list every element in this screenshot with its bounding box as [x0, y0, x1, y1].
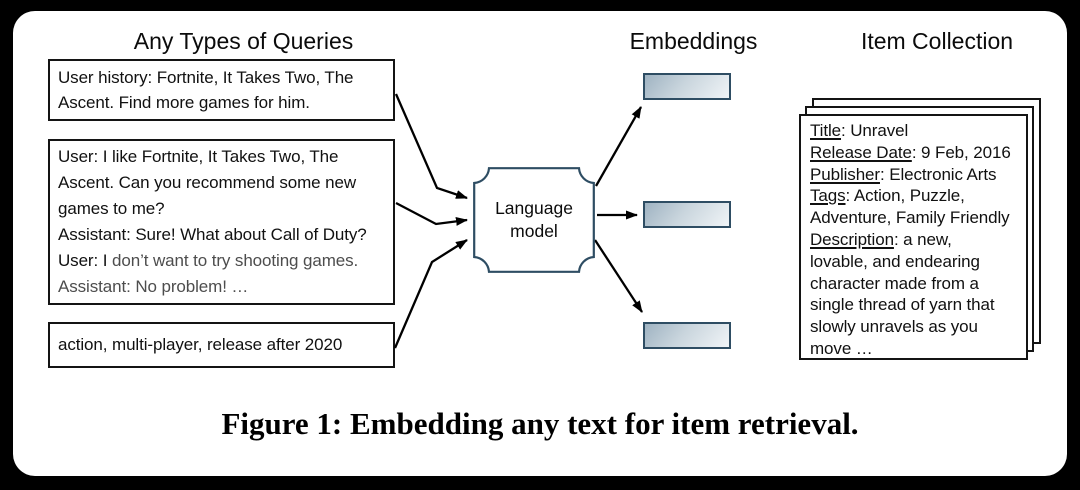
query-box-conversation: User: I like Fortnite, It Takes Two, The… [48, 139, 395, 305]
query-text-line: Assistant: No problem! … [58, 277, 249, 296]
query-text-line: User: I don’t want to try shooting games… [58, 251, 359, 270]
figure-caption: Figure 1: Embedding any text for item re… [221, 406, 859, 441]
query-text-line: Assistant: Sure! What about Call of Duty… [58, 225, 367, 244]
query-text-line: User history: Fortnite, It Takes Two, Th… [58, 68, 354, 87]
query-box-keywords: action, multi-player, release after 2020 [48, 322, 395, 368]
embedding-vector-2 [643, 201, 731, 228]
item-field: Tags: Action, Puzzle, [810, 186, 965, 206]
items-column-title: Item Collection [860, 28, 1014, 54]
item-field: Title: Unravel [810, 121, 909, 140]
queries-column-title: Any Types of Queries [133, 28, 354, 54]
plaque-shape [473, 167, 595, 273]
item-card: Title: Unravel Release Date: 9 Feb, 2016… [799, 114, 1028, 360]
item-field: single thread of yarn that [810, 295, 995, 315]
query-box-user-history: User history: Fortnite, It Takes Two, Th… [48, 59, 395, 121]
language-model-label: Language model [495, 198, 573, 241]
item-field: lovable, and endearing [810, 251, 980, 271]
query-text-line: action, multi-player, release after 2020 [58, 335, 343, 354]
query-text-line: Ascent. Can you recommend some new [58, 173, 357, 192]
item-field: slowly unravels as you [810, 317, 978, 337]
item-field: Description: a new, [810, 229, 952, 249]
query-text-line: User: I like Fortnite, It Takes Two, The [58, 147, 339, 166]
embedding-vector-1 [643, 73, 731, 100]
item-field: Publisher: Electronic Arts [810, 164, 997, 184]
item-field: move … [810, 338, 873, 358]
query-text-line: games to me? [58, 199, 165, 218]
item-field: character made from a [810, 273, 979, 293]
item-field: Adventure, Family Friendly [810, 208, 1010, 228]
embeddings-column-title: Embeddings [629, 28, 758, 54]
embedding-vector-3 [643, 322, 731, 349]
language-model-node: Language model [473, 167, 595, 273]
item-field: Release Date: 9 Feb, 2016 [810, 142, 1011, 162]
query-text-line: Ascent. Find more games for him. [58, 93, 310, 112]
